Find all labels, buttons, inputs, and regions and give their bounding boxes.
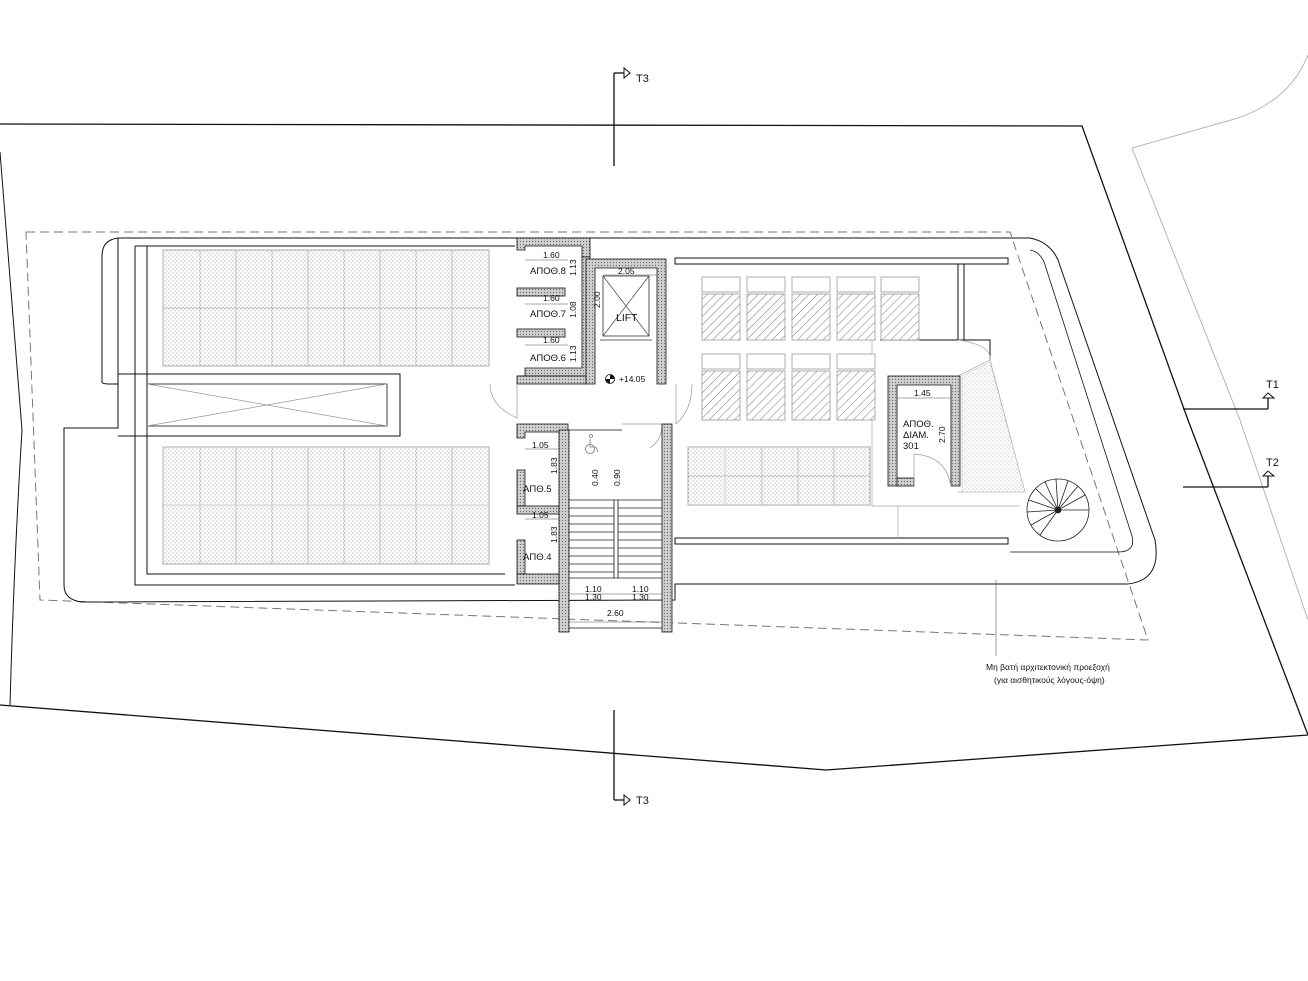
room-label-store7: ΑΠΟΘ.7 — [530, 309, 566, 320]
section-label-t3-top: T3 — [636, 73, 649, 85]
dim-store5-height: 1.83 — [549, 457, 559, 474]
section-line-t3 — [613, 66, 631, 807]
solar-panel-array-lower — [162, 446, 490, 565]
dim-stair-left-2: 1.30 — [585, 592, 602, 602]
room-label-store301-line1: ΑΠΟΘ. — [903, 419, 934, 430]
dim-store4-width: 1.05 — [532, 510, 549, 520]
dim-store301-height: 2.70 — [937, 426, 947, 443]
road-edge-line-2 — [1131, 147, 1308, 621]
level-label: +14.05 — [619, 374, 646, 384]
dim-store8-height: 1.13 — [568, 259, 578, 276]
room-label-store301-line3: 301 — [903, 441, 919, 452]
dim-stair-right-2: 1.30 — [632, 592, 649, 602]
dim-stair-left-1: 1.10 — [585, 584, 602, 594]
section-label-t3-bottom: T3 — [636, 795, 649, 807]
dim-stair-right-1: 1.10 — [632, 584, 649, 594]
dim-lift-height: 2.00 — [592, 291, 602, 308]
section-line-t1-t2 — [1183, 392, 1276, 488]
lift-shaft — [585, 258, 667, 385]
solar-panel-array-right-grid — [688, 447, 870, 505]
dim-stair-total: 2.60 — [607, 608, 624, 618]
storage-301 — [887, 375, 961, 487]
dim-store301-width: 1.45 — [914, 388, 931, 398]
level-marker-icon — [605, 374, 615, 384]
dim-store6-width: 1.60 — [543, 335, 560, 345]
room-label-store4: ΑΠΘ.4 — [523, 552, 552, 563]
left-parapet — [134, 245, 515, 586]
dashed-overhang-outline — [25, 231, 1149, 641]
wheelchair-icon — [585, 434, 599, 454]
storage-block-lower — [516, 423, 569, 585]
dim-store7-width: 1.60 — [543, 293, 560, 303]
dim-door-b: 0.90 — [612, 469, 622, 486]
dim-store8-width: 1.60 — [543, 250, 560, 260]
road-edge-line — [1131, 54, 1308, 149]
section-label-t2: T2 — [1266, 457, 1279, 469]
annotation-line2: (για αισθητικούς λόγους-όψη) — [994, 675, 1105, 685]
dim-store7-height: 1.08 — [568, 301, 578, 318]
light-well — [118, 373, 401, 437]
room-label-lift: LIFT — [616, 312, 638, 324]
dim-store4-height: 1.83 — [549, 526, 559, 543]
dim-store6-height: 1.13 — [568, 345, 578, 362]
room-label-store301-line2: ΔΙΑΜ. — [903, 430, 929, 441]
section-label-t1: T1 — [1266, 379, 1279, 391]
parapet-inner-line — [1010, 249, 1134, 553]
dim-lift-width: 2.05 — [618, 266, 635, 276]
solar-panels-hatched — [701, 276, 920, 421]
building-outline — [63, 237, 1157, 603]
room-label-store6: ΑΠΟΘ.6 — [530, 353, 566, 364]
spiral-stair-icon — [1026, 478, 1090, 542]
hatched-ramp — [961, 361, 1026, 493]
stair-core — [558, 423, 673, 633]
dimension-lines — [525, 259, 997, 656]
dim-store5-width: 1.05 — [532, 440, 549, 450]
plot-left-edge — [0, 151, 23, 706]
solar-panel-grid — [163, 250, 489, 564]
room-label-store5: ΑΠΘ.5 — [523, 484, 552, 495]
room-label-store8: ΑΠΟΘ.8 — [530, 266, 566, 277]
plot-boundary — [0, 123, 1308, 771]
dim-door-a: 0.40 — [590, 469, 600, 486]
building-left-notch — [101, 237, 119, 385]
annotation-line1: Μη βατή αρχιτεκτονική προεξοχή — [986, 662, 1110, 672]
